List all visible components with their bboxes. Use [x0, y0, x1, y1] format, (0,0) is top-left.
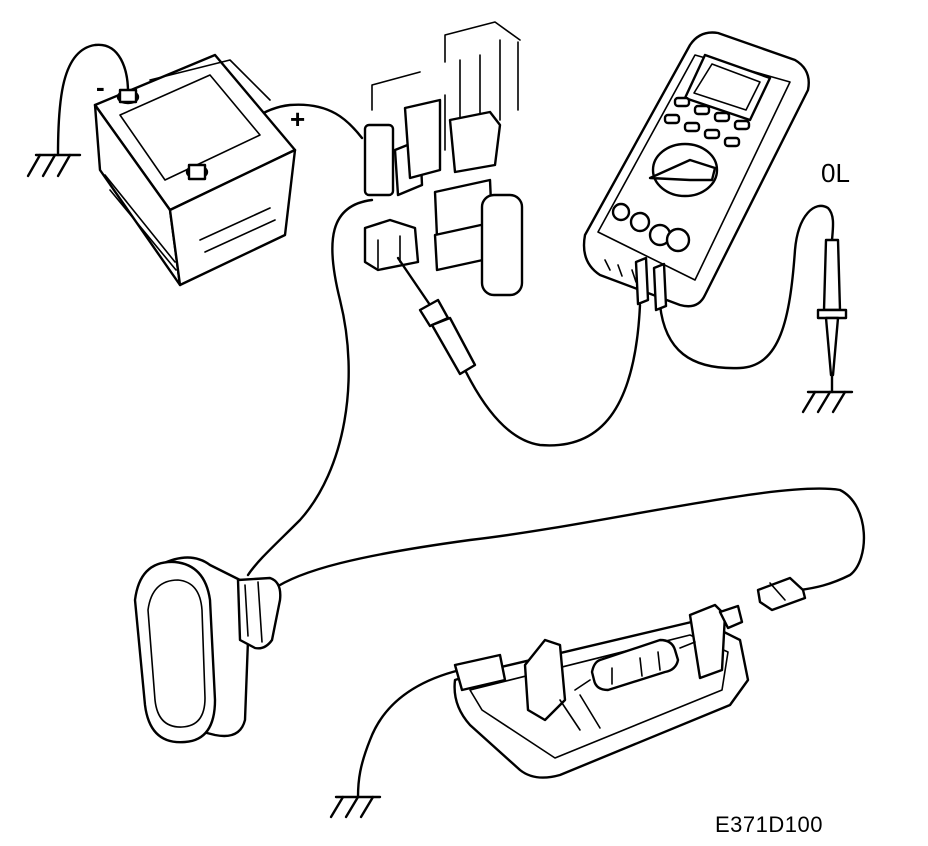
ground-symbol-probe-icon	[801, 390, 854, 414]
ground-symbol-light-icon	[329, 795, 382, 819]
ground-probe-icon	[816, 238, 848, 394]
connector-plug-icon	[756, 576, 807, 612]
battery-negative-label: -	[96, 72, 105, 102]
courtesy-light-icon	[453, 603, 750, 779]
door-switch-icon	[133, 556, 282, 744]
fuse-box-icon	[363, 21, 524, 297]
multimeter-reading-label: 0L	[821, 158, 850, 188]
figure-code-label: E371D100	[715, 812, 823, 837]
test-probe-icon	[396, 256, 477, 376]
battery-positive-label: +	[290, 104, 306, 134]
digital-multimeter-icon	[582, 31, 810, 312]
wires	[56, 43, 866, 799]
car-battery-icon	[93, 53, 297, 287]
ground-symbol-battery-icon	[26, 153, 82, 178]
